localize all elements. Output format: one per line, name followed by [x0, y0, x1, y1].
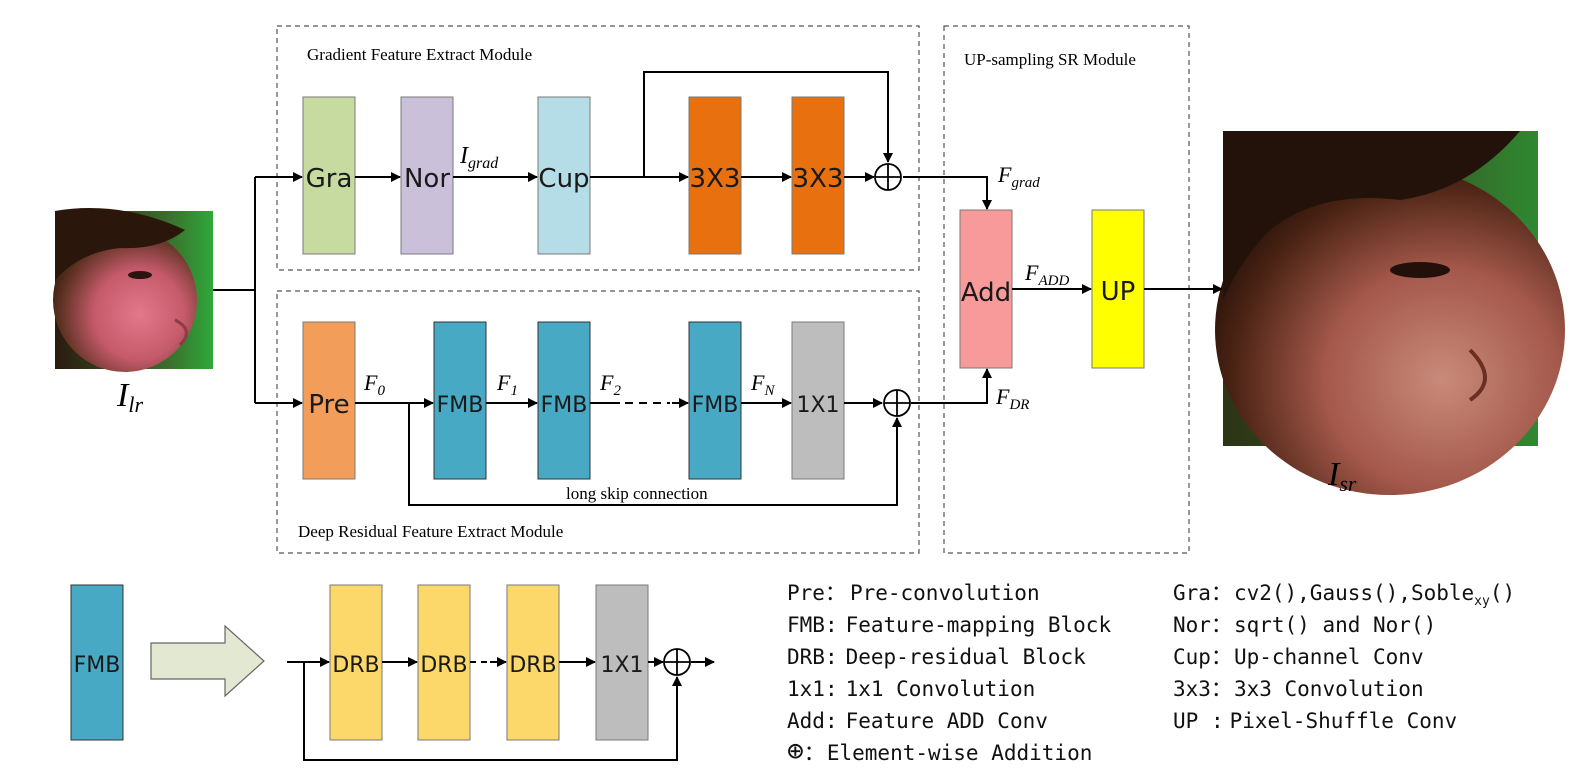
legend-item: ⊕：Element-wise Addition [787, 734, 1092, 767]
label-f-0: F0 [363, 370, 385, 399]
svg-text:DRB: DRB [509, 653, 556, 678]
gradient-module-title: Gradient Feature Extract Module [307, 45, 532, 64]
block-fmb-2: FMB [537, 321, 591, 480]
block-add: Add [959, 209, 1013, 369]
input-split-lines [213, 172, 303, 408]
block-fmb-n: FMB [688, 321, 742, 480]
legend-item: Gra：cv2(),Gauss(),Soblexy() [1173, 581, 1515, 609]
svg-text:Nor: Nor [404, 164, 450, 194]
svg-text:UP: UP [1101, 277, 1136, 307]
residual-module-title: Deep Residual Feature Extract Module [298, 522, 563, 541]
block-fmb-1: FMB [433, 321, 487, 480]
svg-text:DRB: DRB [332, 653, 379, 678]
block-drb-3: DRB [506, 584, 560, 741]
gradient-branch-lines [355, 71, 992, 210]
block-fmb-detail: FMB [70, 584, 124, 741]
upsampling-module-title: UP-sampling SR Module [964, 50, 1136, 69]
label-f-1: F1 [496, 370, 518, 399]
svg-text:FMB: FMB [74, 653, 121, 678]
label-i-sr: Isr [1327, 456, 1357, 496]
legend-item: 1x1:1x1 Convolution [787, 677, 1035, 701]
gradient-module-box [276, 25, 920, 271]
block-conv3-a: 3X3 [688, 96, 742, 255]
block-drb-2: DRB [417, 584, 471, 741]
legend-item: FMB:Feature-mapping Block [787, 613, 1111, 637]
residual-module-box [276, 290, 920, 554]
legend-item: Cup：Up-channel Conv [1173, 645, 1424, 669]
block-conv1: 1X1 [791, 321, 845, 480]
label-f-dr: FDR [995, 384, 1029, 413]
svg-text:3X3: 3X3 [690, 164, 741, 194]
label-f-add: FADD [1024, 260, 1069, 289]
legend-item: Add:Feature ADD Conv [787, 709, 1048, 733]
label-f-n: FN [750, 370, 775, 399]
svg-text:1X1: 1X1 [600, 653, 643, 678]
svg-text:FMB: FMB [541, 393, 588, 418]
plus-icon-residual [883, 389, 911, 417]
label-i-grad: Igrad [459, 143, 499, 172]
svg-text:Pre: Pre [308, 390, 349, 420]
residual-branch-lines [355, 368, 992, 506]
svg-text:3X3: 3X3 [793, 164, 844, 194]
block-conv3-b: 3X3 [791, 96, 845, 255]
svg-text:DRB: DRB [420, 653, 467, 678]
legend-item: DRB:Deep-residual Block [787, 645, 1086, 669]
block-up: UP [1091, 209, 1145, 369]
plus-icon-gradient [874, 163, 902, 191]
input-image [53, 208, 213, 372]
block-nor: Nor [400, 96, 454, 255]
label-i-lr: Ilr [116, 377, 143, 417]
plus-icon-detail [663, 648, 691, 676]
svg-text:1X1: 1X1 [796, 393, 839, 418]
legend-right: Gra：cv2(),Gauss(),Soblexy() Nor：sqrt() a… [1173, 581, 1515, 733]
legend-item: Nor：sqrt() and Nor() [1173, 613, 1436, 637]
block-cup: Cup [537, 96, 591, 255]
block-gra: Gra [302, 96, 356, 255]
svg-text:FMB: FMB [692, 393, 739, 418]
legend-item: UP :Pixel-Shuffle Conv [1173, 709, 1457, 733]
legend-left: Pre：Pre-convolution FMB:Feature-mapping … [787, 581, 1111, 767]
svg-text:Add: Add [961, 278, 1011, 308]
legend-item: 3x3：3x3 Convolution [1173, 677, 1424, 701]
svg-text:Cup: Cup [538, 164, 589, 194]
output-image [1215, 131, 1565, 495]
block-conv1-detail: 1X1 [595, 584, 649, 741]
block-drb-1: DRB [329, 584, 383, 741]
block-pre: Pre [302, 321, 356, 480]
label-f-2: F2 [599, 370, 621, 399]
fmb-detail-lines [287, 657, 715, 761]
expand-arrow-icon [150, 624, 265, 698]
svg-text:Gra: Gra [306, 164, 353, 194]
long-skip-label: long skip connection [566, 484, 708, 503]
label-f-grad: Fgrad [997, 162, 1040, 191]
legend-item: Pre：Pre-convolution [787, 581, 1040, 605]
svg-text:FMB: FMB [437, 393, 484, 418]
